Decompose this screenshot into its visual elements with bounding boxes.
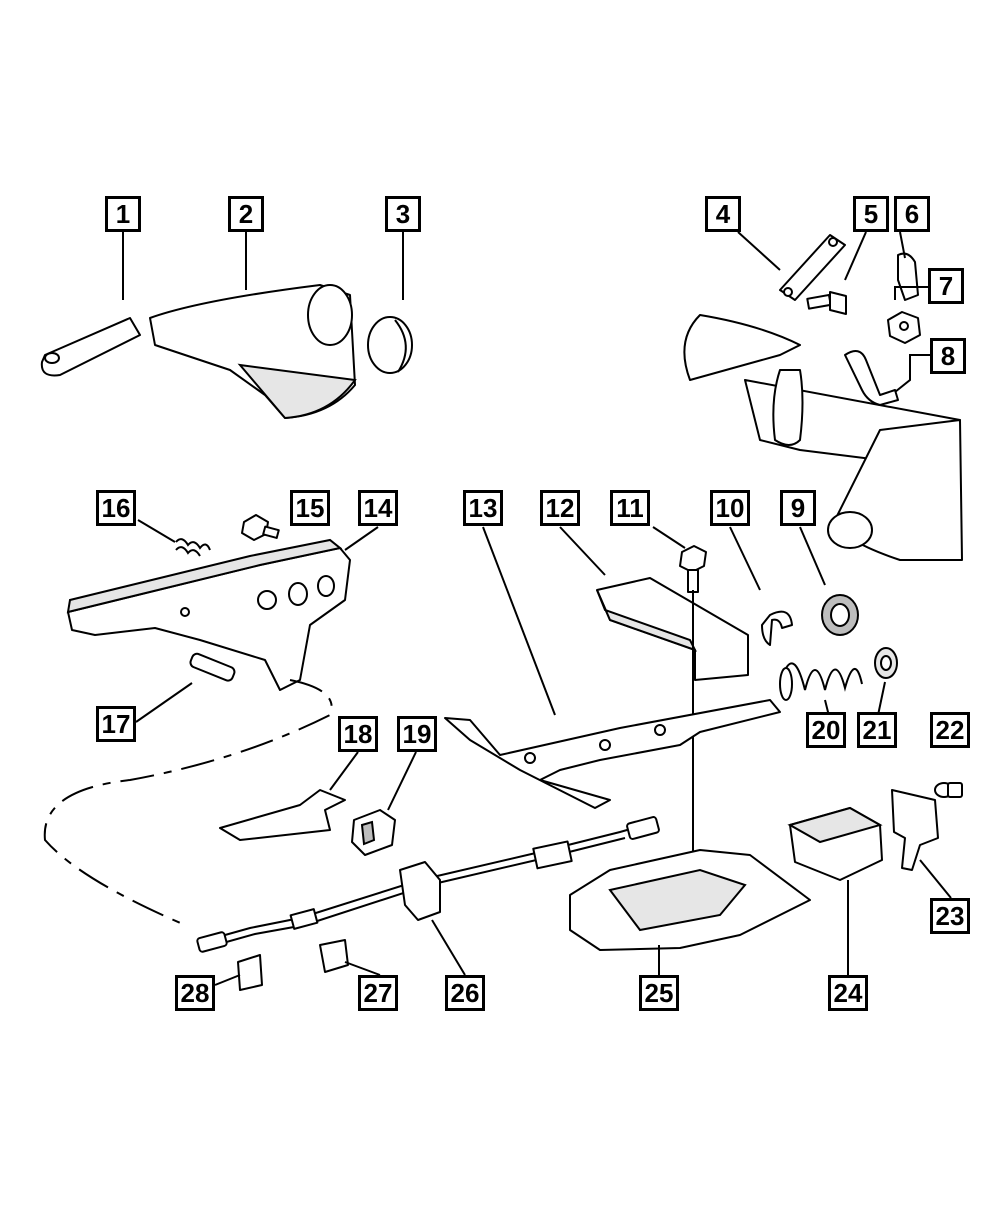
callout-6[interactable]: 6 <box>894 196 930 232</box>
callout-17[interactable]: 17 <box>96 706 136 742</box>
callout-19[interactable]: 19 <box>397 716 437 752</box>
part-23-bracket <box>891 789 939 871</box>
callout-20[interactable]: 20 <box>806 712 846 748</box>
callout-28[interactable]: 28 <box>175 975 215 1011</box>
leader-lines <box>122 231 952 986</box>
part-9-grommet <box>821 594 859 636</box>
callout-7[interactable]: 7 <box>928 268 964 304</box>
part-6-clip <box>897 252 919 301</box>
callout-9[interactable]: 9 <box>780 490 816 526</box>
callout-18[interactable]: 18 <box>338 716 378 752</box>
part-13-base-plate <box>444 699 781 809</box>
part-16-spring <box>175 538 211 557</box>
part-25-console-base <box>569 849 811 951</box>
callout-5[interactable]: 5 <box>853 196 889 232</box>
part-4-bracket <box>779 234 846 301</box>
part-26-cable <box>196 816 660 953</box>
callout-15[interactable]: 15 <box>290 490 330 526</box>
callout-3[interactable]: 3 <box>385 196 421 232</box>
part-27-clip <box>319 939 349 973</box>
callout-14[interactable]: 14 <box>358 490 398 526</box>
callout-8[interactable]: 8 <box>930 338 966 374</box>
part-14-lever-assembly <box>66 538 351 691</box>
part-17-pin <box>189 652 236 682</box>
part-2-console-cover <box>149 284 357 420</box>
callout-4[interactable]: 4 <box>705 196 741 232</box>
callout-26[interactable]: 26 <box>445 975 485 1011</box>
part-28-retainer <box>237 954 263 991</box>
part-15-bolt <box>241 514 280 541</box>
part-8-bracket <box>844 350 899 406</box>
part-12-bracket <box>596 577 749 681</box>
part-21-washer <box>874 647 898 679</box>
rear-axle-frame <box>683 314 963 561</box>
callout-22[interactable]: 22 <box>930 712 970 748</box>
part-24-pad <box>787 806 883 881</box>
callout-24[interactable]: 24 <box>828 975 868 1011</box>
part-5-bolt <box>806 291 847 315</box>
part-7-nut <box>887 311 921 344</box>
callout-2[interactable]: 2 <box>228 196 264 232</box>
callout-1[interactable]: 1 <box>105 196 141 232</box>
part-19-clip <box>351 809 396 856</box>
part-20-spring <box>779 662 863 701</box>
callout-23[interactable]: 23 <box>930 898 970 934</box>
callout-11[interactable]: 11 <box>610 490 650 526</box>
part-22-clip <box>934 782 963 798</box>
callout-27[interactable]: 27 <box>358 975 398 1011</box>
callout-12[interactable]: 12 <box>540 490 580 526</box>
part-10-ring <box>761 610 793 646</box>
callout-10[interactable]: 10 <box>710 490 750 526</box>
callout-16[interactable]: 16 <box>96 490 136 526</box>
callout-13[interactable]: 13 <box>463 490 503 526</box>
callout-21[interactable]: 21 <box>857 712 897 748</box>
cable-route-line <box>43 679 333 926</box>
callout-25[interactable]: 25 <box>639 975 679 1011</box>
part-18-bracket <box>219 789 346 841</box>
part-3-plug-cap <box>367 316 413 374</box>
part-1-lever-grip <box>40 317 141 377</box>
